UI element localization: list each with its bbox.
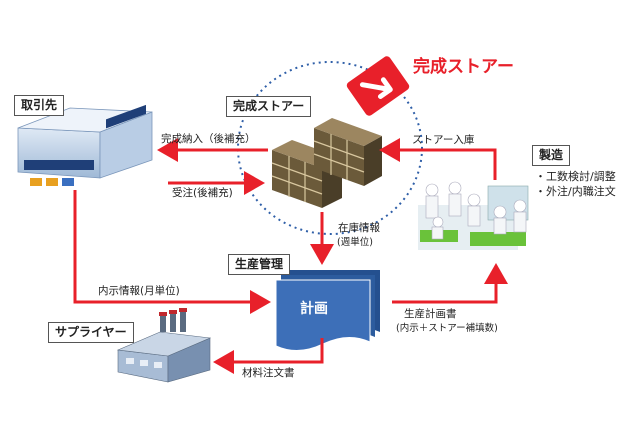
material-order-arrow: [213, 338, 324, 374]
inventory-info-label: 在庫情報: [338, 222, 380, 234]
order-label: 受注(後補充): [172, 187, 233, 199]
customer-warehouse-icon: [17, 104, 153, 186]
callout-arrow-icon: [346, 56, 410, 116]
manufacturing-label: 製造: [532, 145, 571, 166]
customer-label: 取引先: [14, 95, 65, 116]
prod-plan-label: 生産計画書: [404, 308, 457, 320]
material-order-label: 材料注文書: [242, 367, 295, 379]
callout-title: 完成ストアー: [413, 57, 514, 77]
factory-workers-icon: [418, 181, 529, 250]
prod-plan-note-label: (内示＋ストアー補填数): [396, 323, 498, 334]
store-in-arrow: [379, 138, 497, 180]
production-control-label: 生産管理: [228, 254, 291, 275]
forecast-label: 内示情報(月単位): [98, 285, 180, 297]
store-label: 完成ストアー: [226, 96, 312, 117]
plan-document-icon: [275, 270, 380, 351]
store-in-label: ストアー入庫: [412, 134, 475, 146]
store-boundary-circle: [237, 61, 423, 235]
forecast-arrow: [73, 190, 271, 314]
plan-document-title: 計画: [300, 301, 328, 317]
manufacturing-note-1: ・工数検討/調整: [535, 170, 616, 183]
manufacturing-note-2: ・外注/内職注文: [535, 185, 616, 198]
inventory-info-unit-label: (週単位): [337, 237, 373, 248]
delivery-label: 完成納入（後補充）: [161, 133, 256, 145]
prod-plan-arrow: [392, 263, 508, 304]
supplier-factory-icon: [116, 308, 212, 383]
store-shelves-icon: [271, 118, 382, 208]
supplier-label: サプライヤー: [48, 322, 134, 343]
